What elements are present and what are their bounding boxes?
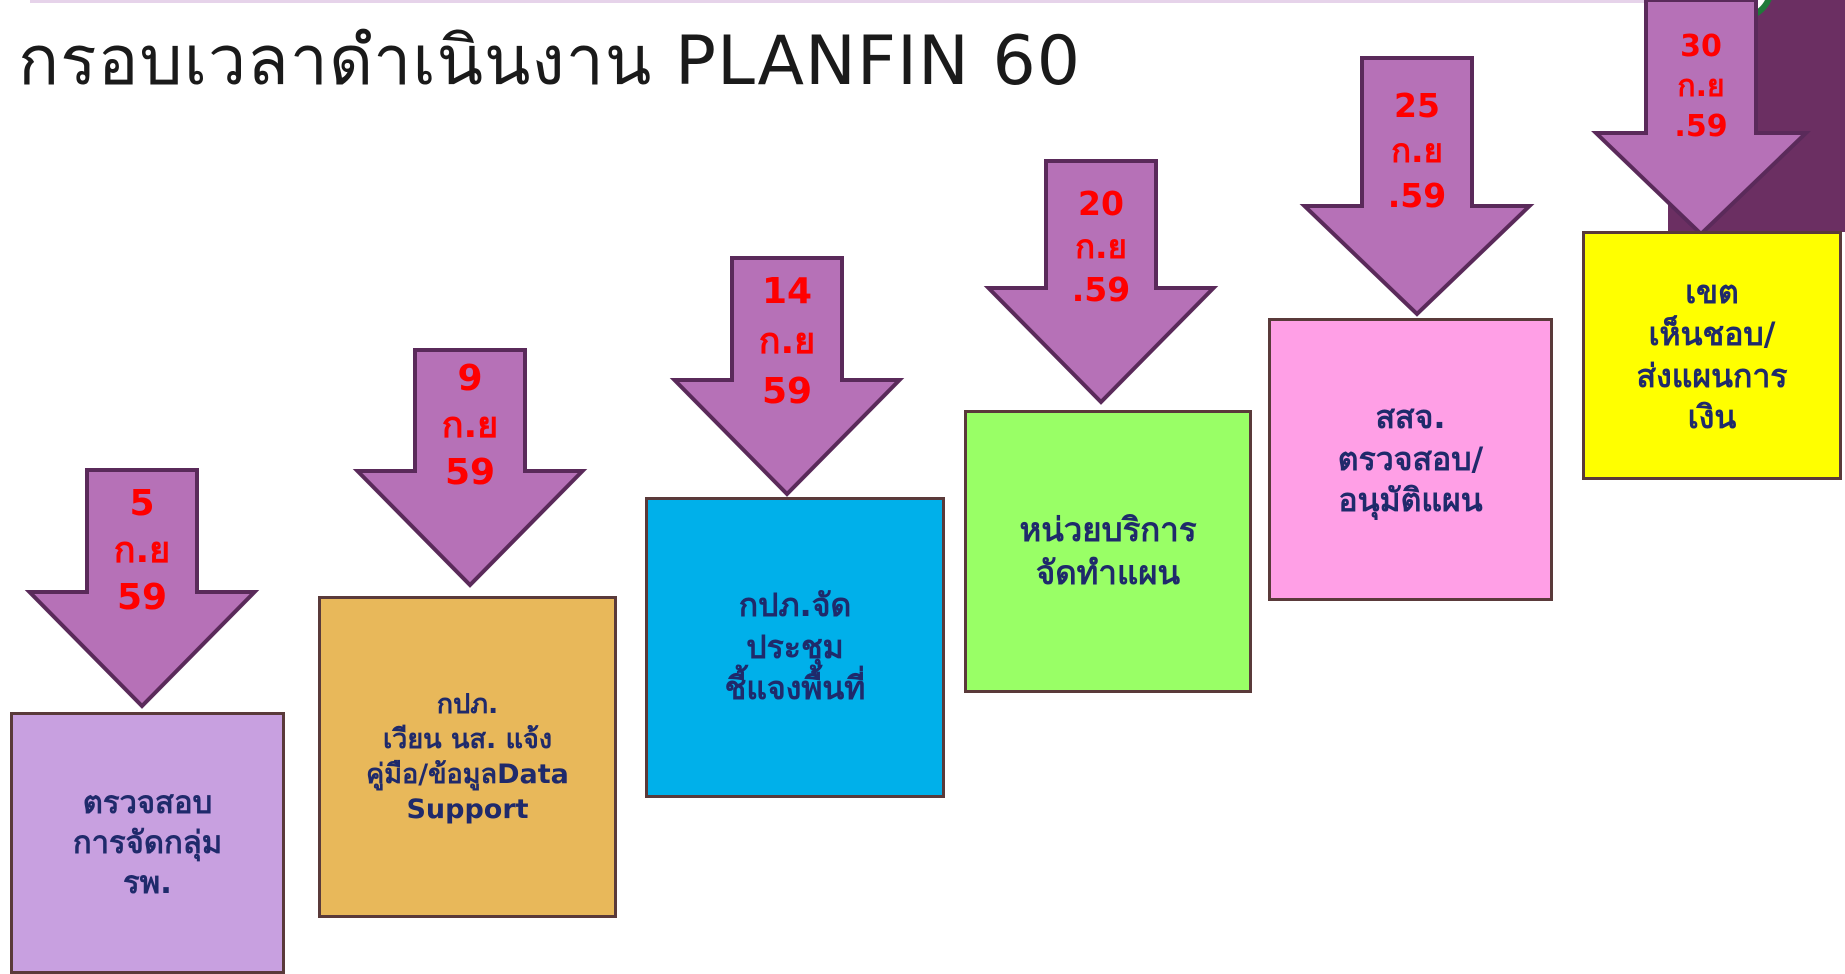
step-box: กปภ. เวียน นส. แจ้ง คู่มือ/ข้อมูลData Su… — [318, 596, 617, 918]
step-box: เขต เห็นชอบ/ ส่งแผนการ เงิน — [1582, 231, 1842, 480]
step-box: กปภ.จัด ประชุม ชี้แจงพื้นที่ — [645, 497, 945, 798]
down-arrow-icon — [983, 159, 1219, 405]
step-label: สสจ. ตรวจสอบ/ อนุมัติแผน — [1337, 398, 1484, 520]
step-box: ตรวจสอบ การจัดกลุ่ม รพ. — [10, 712, 285, 974]
down-arrow-icon — [352, 348, 588, 588]
step-label: กปภ.จัด ประชุม ชี้แจงพื้นที่ — [724, 586, 866, 708]
step-box: สสจ. ตรวจสอบ/ อนุมัติแผน — [1268, 318, 1553, 601]
step-box: หน่วยบริการ จัดทำแผน — [964, 410, 1252, 693]
top-rule — [30, 0, 1690, 3]
down-arrow-icon — [1299, 56, 1535, 317]
down-arrow-icon — [669, 256, 905, 497]
step-label: ตรวจสอบ การจัดกลุ่ม รพ. — [72, 784, 223, 902]
down-arrow-icon — [1591, 0, 1811, 237]
down-arrow-icon — [24, 468, 260, 709]
step-label: หน่วยบริการ จัดทำแผน — [1019, 509, 1197, 592]
step-label: กปภ. เวียน นส. แจ้ง คู่มือ/ข้อมูลData Su… — [366, 688, 569, 826]
step-label: เขต เห็นชอบ/ ส่งแผนการ เงิน — [1636, 273, 1788, 437]
page-title: กรอบเวลาดำเนินงาน PLANFIN 60 — [18, 22, 1082, 101]
